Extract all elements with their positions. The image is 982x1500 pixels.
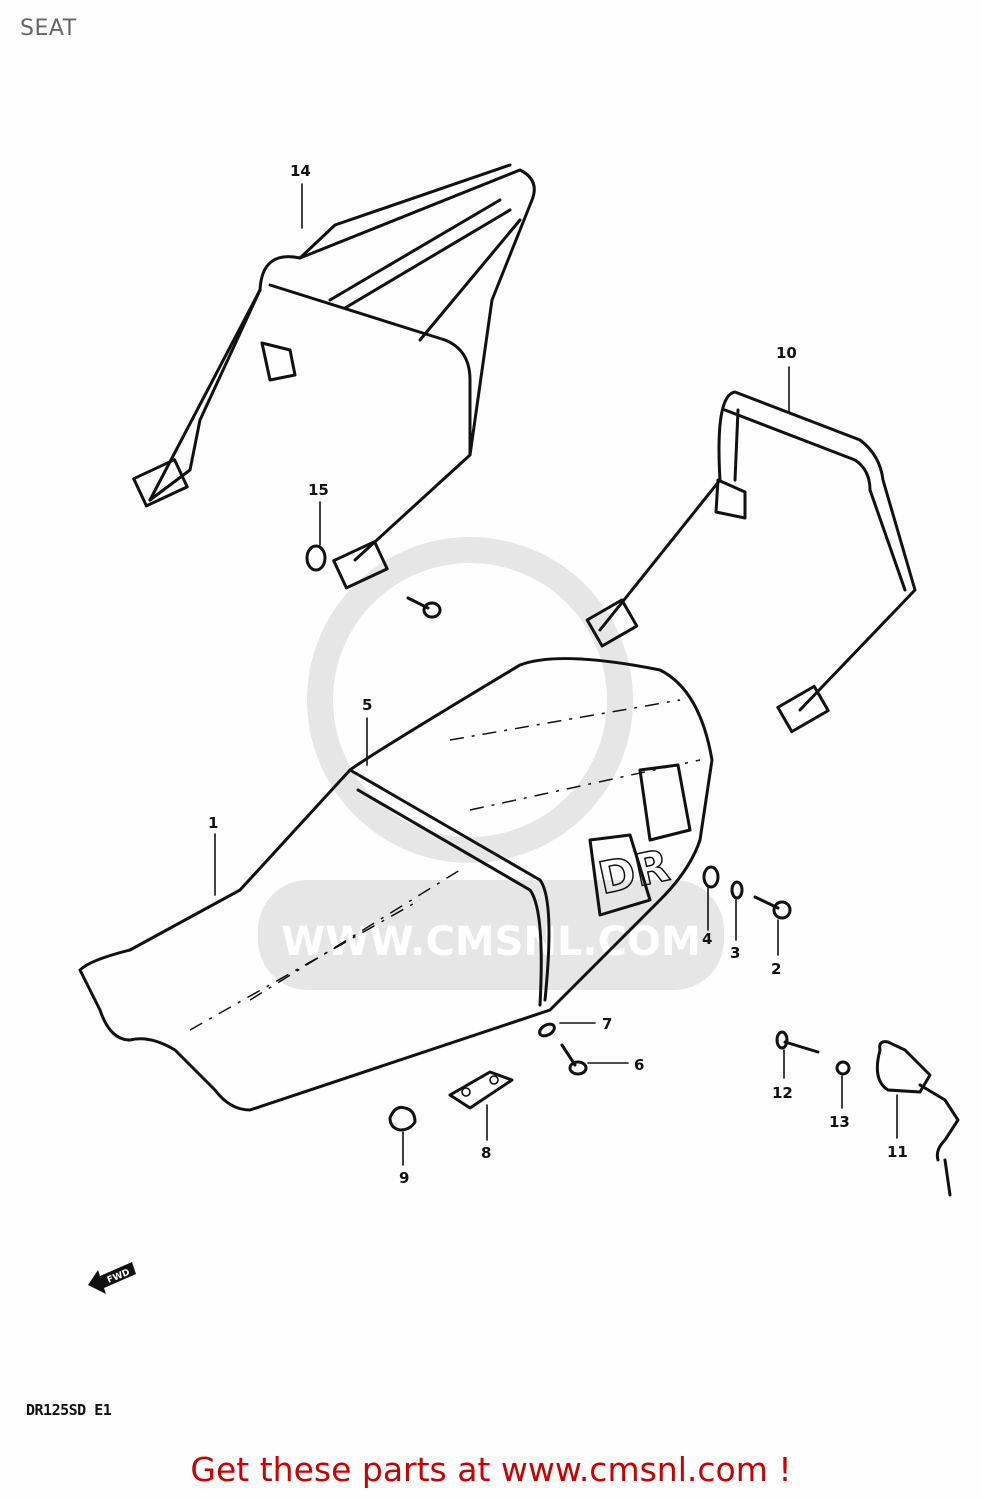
svg-text:9: 9 [399, 1169, 409, 1187]
watermark-text: WWW.CMSNL.COM [281, 919, 701, 965]
fwd-indicator: FWD [88, 1262, 136, 1294]
part-seat-lock-11[interactable] [875, 1040, 960, 1197]
part-washer-4[interactable] [702, 865, 720, 889]
callout-6: 6 [587, 1056, 644, 1074]
callout-9: 9 [399, 1131, 409, 1187]
arrow-left-icon [88, 1262, 136, 1294]
part-cushion-9[interactable] [388, 1106, 417, 1132]
promo-link[interactable]: Get these parts at www.cmsnl.com ! [190, 1450, 792, 1489]
part-washer-13[interactable] [835, 1060, 851, 1076]
page-title: SEAT [20, 16, 77, 41]
promo-banner[interactable]: Get these parts at www.cmsnl.com ! [0, 1450, 982, 1489]
callout-8: 8 [481, 1104, 491, 1162]
watermark: WWW.CMSNL.COM [258, 537, 724, 990]
part-seat[interactable]: DR [78, 657, 714, 1112]
svg-text:13: 13 [829, 1113, 850, 1131]
svg-text:7: 7 [602, 1015, 612, 1033]
svg-text:10: 10 [776, 344, 797, 362]
svg-text:3: 3 [730, 944, 740, 962]
svg-text:6: 6 [634, 1056, 644, 1074]
callout-7: 7 [559, 1015, 612, 1033]
callout-4: 4 [702, 887, 712, 948]
svg-text:2: 2 [771, 960, 781, 978]
model-code: DR125SD E1 [26, 1401, 112, 1419]
svg-text:12: 12 [772, 1084, 793, 1102]
svg-text:4: 4 [702, 930, 712, 948]
callout-1: 1 [208, 814, 218, 896]
callout-11: 11 [887, 1094, 908, 1161]
part-grab-rail[interactable] [585, 390, 917, 734]
part-screw-6[interactable] [560, 1043, 588, 1076]
callout-15: 15 [308, 481, 329, 546]
callout-10: 10 [776, 344, 797, 413]
part-bolt-small[interactable] [406, 596, 442, 619]
part-bolt-2[interactable] [753, 895, 792, 920]
callout-5: 5 [362, 696, 372, 766]
callout-2: 2 [771, 919, 781, 978]
callout-12: 12 [772, 1049, 793, 1102]
svg-text:1: 1 [208, 814, 218, 832]
svg-text:14: 14 [290, 162, 311, 180]
callout-14: 14 [290, 162, 311, 229]
part-washer-7[interactable] [538, 1022, 557, 1039]
svg-text:15: 15 [308, 481, 329, 499]
part-carrier[interactable] [132, 163, 536, 590]
callout-13: 13 [829, 1075, 850, 1131]
callout-3: 3 [730, 899, 740, 962]
svg-text:11: 11 [887, 1143, 908, 1161]
part-bolt-12[interactable] [775, 1030, 820, 1054]
svg-text:5: 5 [362, 696, 372, 714]
part-plate-8[interactable] [448, 1070, 514, 1110]
svg-text:8: 8 [481, 1144, 491, 1162]
part-spring-washer-3[interactable] [730, 880, 744, 900]
svg-text:FWD: FWD [106, 1268, 132, 1286]
